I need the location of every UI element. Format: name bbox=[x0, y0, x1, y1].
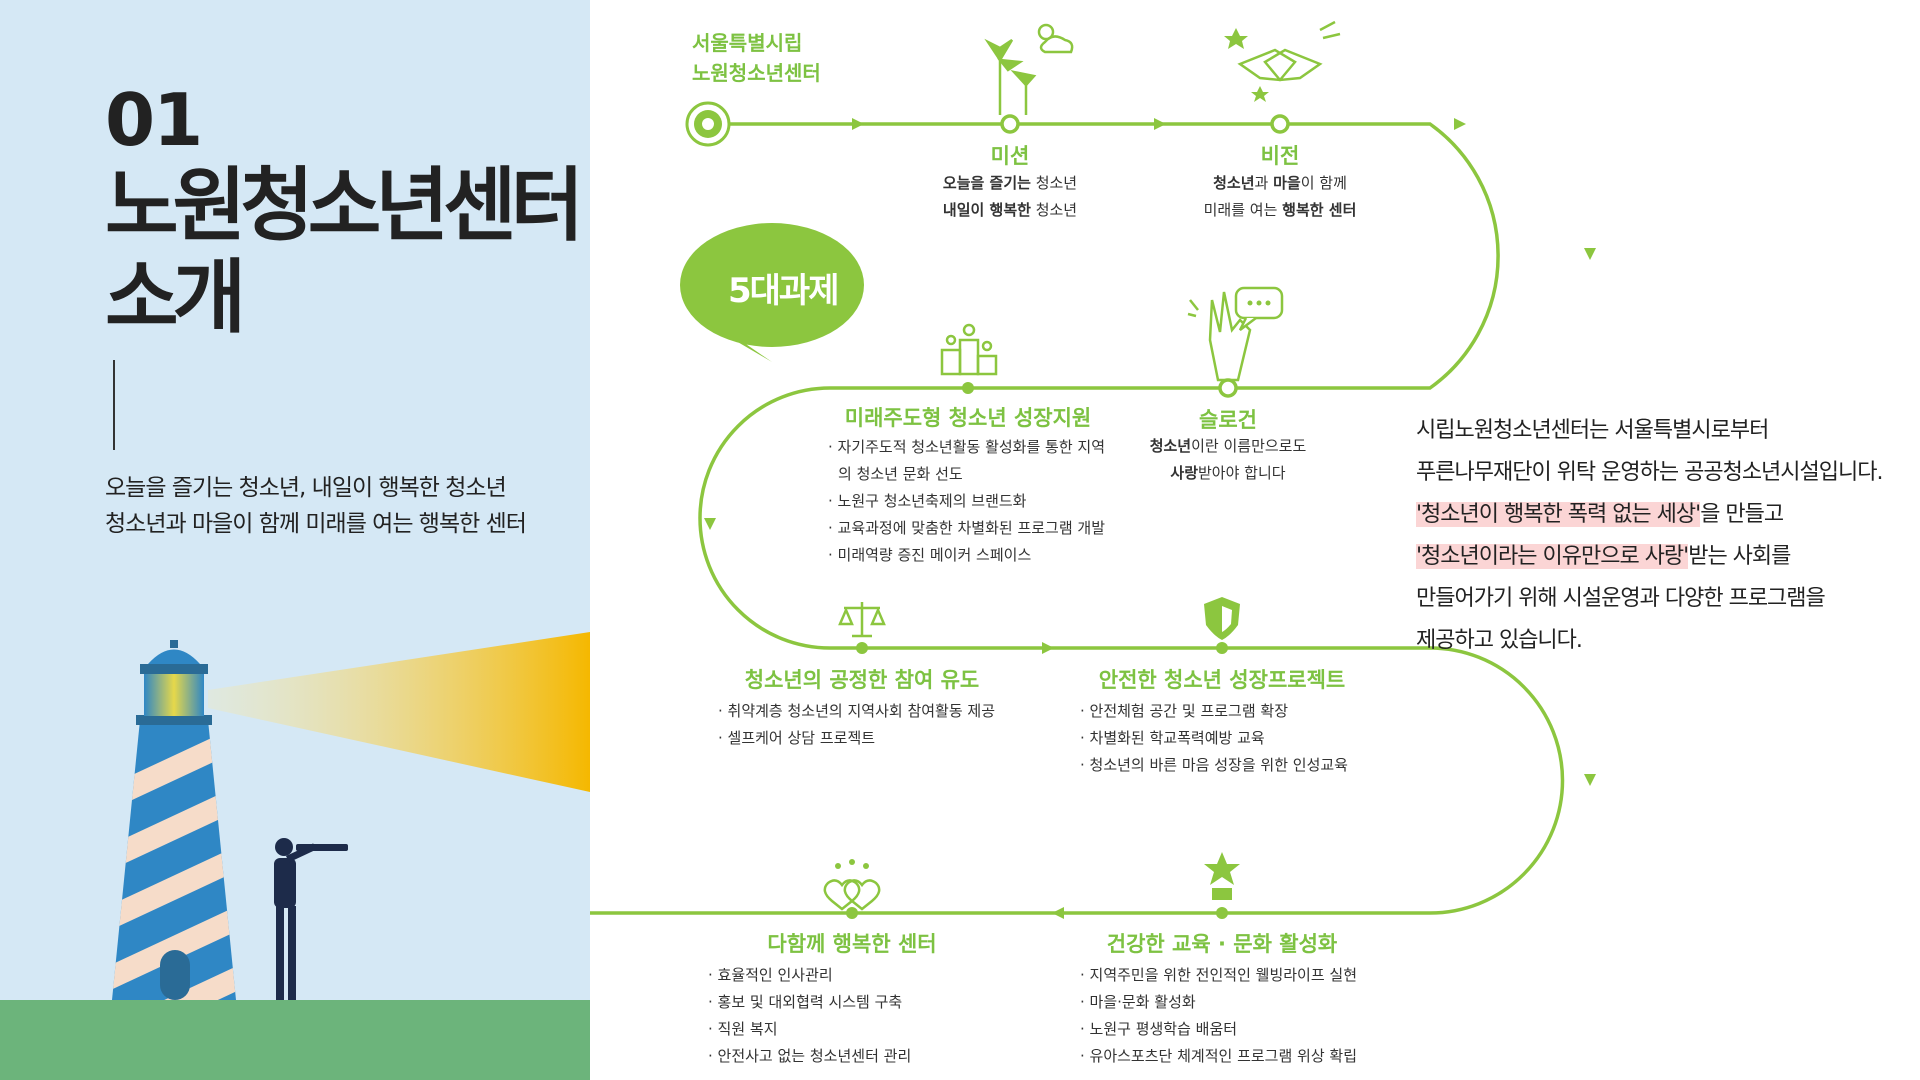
grass bbox=[0, 1000, 590, 1080]
center-name-line1: 서울특별시립 bbox=[692, 31, 803, 55]
intro-line3: '청소년이 행복한 폭력 없는 세상'을 만들고 bbox=[1416, 502, 1784, 527]
task1-title: 미래주도형 청소년 성장지원 bbox=[844, 406, 1092, 430]
list-item: · 안전사고 없는 청소년센터 관리 bbox=[708, 1047, 912, 1065]
list-item: · 차별화된 학교폭력예방 교육 bbox=[1080, 729, 1265, 747]
page-title-line2: 소개 bbox=[105, 251, 246, 344]
task2-list: · 취약계층 청소년의 지역사회 참여활동 제공 · 셀프케어 상담 프로젝트 bbox=[718, 698, 995, 752]
intro-panel: 01 노원청소년센터 소개 오늘을 즐기는 청소년, 내일이 행복한 청소년 청… bbox=[0, 0, 590, 1080]
list-item: · 셀프케어 상담 프로젝트 bbox=[718, 729, 876, 747]
v-hand-icon bbox=[1187, 286, 1284, 382]
task2-node bbox=[856, 642, 868, 654]
person-with-telescope bbox=[274, 838, 348, 1000]
light-beam bbox=[208, 632, 590, 792]
slogan-text: 청소년이란 이름만으로도 사랑받아야 합니다 bbox=[1149, 437, 1307, 482]
list-item: · 미래역량 증진 메이커 스페이스 bbox=[828, 546, 1032, 564]
mission-text: 오늘을 즐기는 청소년 내일이 행복한 청소년 bbox=[942, 174, 1078, 219]
badge-label: 5대과제 bbox=[728, 271, 839, 311]
list-item: · 자기주도적 청소년활동 활성화를 통한 지역 bbox=[828, 438, 1106, 456]
list-item: · 안전체험 공간 및 프로그램 확장 bbox=[1080, 702, 1289, 720]
roadmap-panel: 서울특별시립 노원청소년센터 5대과제 미션 오늘을 즐기는 청소년 내일이 행… bbox=[590, 0, 1920, 1080]
list-item: · 교육과정에 맞춤한 차별화된 프로그램 개발 bbox=[828, 519, 1106, 537]
task4-title: 건강한 교육 · 문화 활성화 bbox=[1106, 932, 1338, 956]
lighthouse-illustration bbox=[0, 632, 590, 1080]
vision-text: 청소년과 마을이 함께 미래를 여는 행복한 센터 bbox=[1203, 174, 1357, 219]
mission-node bbox=[1000, 114, 1020, 134]
list-item: · 마을·문화 활성화 bbox=[1080, 993, 1196, 1011]
handshake-icon bbox=[1224, 20, 1341, 102]
list-item: · 노원구 청소년축제의 브랜드화 bbox=[828, 492, 1027, 510]
task5-node bbox=[846, 907, 858, 919]
tagline: 오늘을 즐기는 청소년, 내일이 행복한 청소년 청소년과 마을이 함께 미래를… bbox=[105, 470, 527, 542]
star-trophy-icon bbox=[1204, 852, 1240, 900]
list-item: · 효율적인 인사관리 bbox=[708, 966, 833, 984]
mission-title: 미션 bbox=[990, 144, 1030, 168]
center-name: 서울특별시립 노원청소년센터 bbox=[692, 28, 821, 88]
podium-icon bbox=[940, 323, 998, 376]
list-item: · 청소년의 바른 마음 성장을 위한 인성교육 bbox=[1080, 756, 1348, 774]
list-item: · 직원 복지 bbox=[708, 1020, 778, 1038]
task2-title: 청소년의 공정한 참여 유도 bbox=[744, 668, 980, 692]
list-item: 의 청소년 문화 선도 bbox=[838, 465, 963, 483]
task4-node bbox=[1216, 907, 1228, 919]
vision-title: 비전 bbox=[1260, 144, 1300, 168]
pinwheel-icon bbox=[984, 23, 1074, 115]
list-item: · 홍보 및 대외협력 시스템 구축 bbox=[708, 993, 903, 1011]
highlight: '청소년이 행복한 폭력 없는 세상' bbox=[1416, 502, 1701, 527]
intro-line6: 제공하고 있습니다. bbox=[1416, 628, 1583, 653]
task3-title: 안전한 청소년 성장프로젝트 bbox=[1098, 668, 1346, 692]
task5-title: 다함께 행복한 센터 bbox=[767, 932, 937, 956]
tasks-badge bbox=[680, 223, 864, 362]
page-title-line1: 노원청소년센터 bbox=[105, 159, 584, 252]
task3-list: · 안전체험 공간 및 프로그램 확장 · 차별화된 학교폭력예방 교육 · 청… bbox=[1080, 698, 1348, 779]
arrow-markers bbox=[704, 118, 1596, 919]
task1-node bbox=[962, 382, 974, 394]
task3-node bbox=[1216, 642, 1228, 654]
list-item: · 지역주민을 위한 전인적인 웰빙라이프 실현 bbox=[1080, 966, 1358, 984]
intro-line1: 시립노원청소년센터는 서울특별시로부터 bbox=[1416, 418, 1769, 443]
shield-icon bbox=[1204, 597, 1240, 640]
task4-list: · 지역주민을 위한 전인적인 웰빙라이프 실현 · 마을·문화 활성화 · 노… bbox=[1080, 962, 1357, 1070]
intro-line4: '청소년이라는 이유만으로 사랑'받는 사회를 bbox=[1416, 544, 1791, 569]
divider bbox=[113, 360, 115, 450]
task1-list: · 자기주도적 청소년활동 활성화를 통한 지역 의 청소년 문화 선도 · 노… bbox=[828, 434, 1105, 569]
tagline-line2: 청소년과 마을이 함께 미래를 여는 행복한 센터 bbox=[105, 511, 527, 537]
task5-list: · 효율적인 인사관리 · 홍보 및 대외협력 시스템 구축 · 직원 복지 ·… bbox=[708, 962, 911, 1070]
highlight: '청소년이라는 이유만으로 사랑' bbox=[1416, 544, 1689, 569]
list-item: · 취약계층 청소년의 지역사회 참여활동 제공 bbox=[718, 702, 996, 720]
hearts-icon bbox=[823, 859, 881, 911]
intro-line5: 만들어가기 위해 시설운영과 다양한 프로그램을 bbox=[1416, 586, 1826, 611]
list-item: · 유아스포츠단 체계적인 프로그램 위상 확립 bbox=[1080, 1047, 1358, 1065]
intro-line2: 푸른나무재단이 위탁 운영하는 공공청소년시설입니다. bbox=[1416, 460, 1883, 485]
intro-paragraph: 시립노원청소년센터는 서울특별시로부터 푸른나무재단이 위탁 운영하는 공공청소… bbox=[1416, 410, 1883, 662]
section-number: 01 bbox=[105, 78, 203, 162]
slogan-node bbox=[1218, 378, 1238, 398]
roadmap-diagram bbox=[590, 20, 1596, 919]
tagline-line1: 오늘을 즐기는 청소년, 내일이 행복한 청소년 bbox=[105, 475, 507, 501]
roadmap-path bbox=[590, 122, 1565, 915]
list-item: · 노원구 평생학습 배움터 bbox=[1080, 1020, 1238, 1038]
scale-icon bbox=[838, 602, 886, 638]
page-title: 노원청소년센터 소개 bbox=[105, 159, 584, 344]
center-name-line2: 노원청소년센터 bbox=[692, 61, 821, 85]
vision-node bbox=[1270, 114, 1290, 134]
slogan-title: 슬로건 bbox=[1199, 408, 1257, 432]
